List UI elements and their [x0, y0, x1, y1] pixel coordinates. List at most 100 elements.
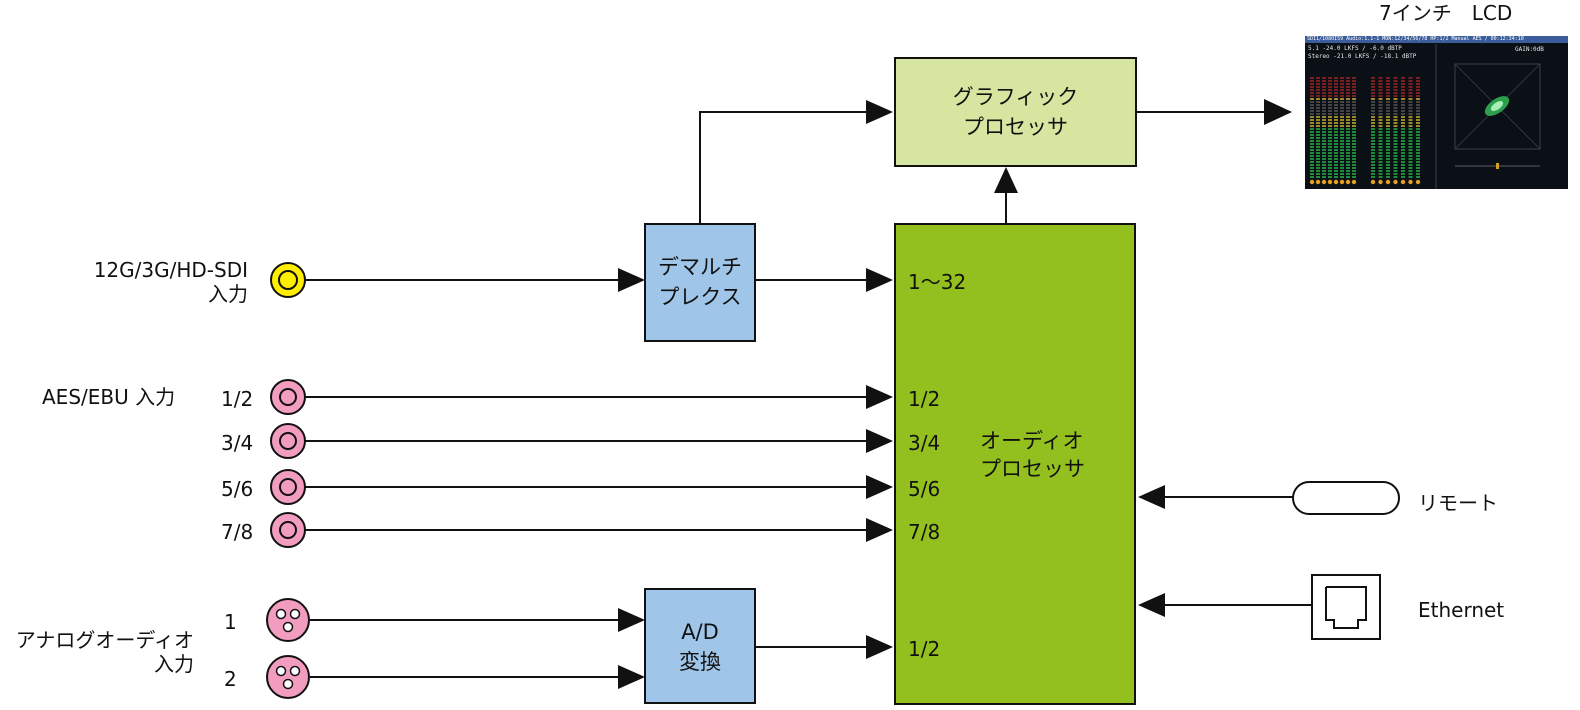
lcd-meter-segment	[1322, 146, 1326, 148]
lcd-meter-segment	[1352, 161, 1356, 163]
lcd-meter-segment	[1378, 86, 1383, 88]
lcd-meter-segment	[1416, 101, 1420, 103]
lcd-meter-segment	[1408, 110, 1413, 112]
lcd-meter-segment	[1346, 173, 1350, 175]
lcd-meter-segment	[1393, 137, 1398, 139]
lcd-meter-segment	[1322, 161, 1326, 163]
lcd-meter-segment	[1310, 95, 1314, 97]
lcd-meter-segment	[1408, 113, 1413, 115]
lcd-meter-segment	[1310, 98, 1314, 100]
lcd-meter-segment	[1371, 122, 1375, 124]
lcd-meter-segment	[1386, 122, 1390, 124]
lcd-meter-segment	[1328, 116, 1332, 118]
lcd-meter-segment	[1408, 149, 1413, 151]
lcd-meter-segment	[1378, 101, 1383, 103]
lcd-meter-segment	[1371, 164, 1375, 166]
lcd-meter-segment	[1340, 92, 1344, 94]
lcd-meter-segment	[1408, 161, 1413, 163]
lcd-meter-segment	[1322, 125, 1326, 127]
lcd-meter-segment	[1386, 89, 1390, 91]
lcd-indicator-dot	[1378, 179, 1383, 185]
lcd-meter-segment	[1386, 152, 1390, 154]
lcd-meter-segment	[1416, 128, 1420, 130]
lcd-meter-segment	[1346, 98, 1350, 100]
lcd-meter-segment	[1378, 143, 1383, 145]
lcd-meter-segment	[1416, 146, 1420, 148]
lcd-meter-segment	[1378, 176, 1383, 178]
lcd-meter-segment	[1346, 122, 1350, 124]
lcd-meter-segment	[1310, 131, 1314, 133]
lcd-meter-segment	[1416, 143, 1420, 145]
lcd-meter-segment	[1316, 110, 1320, 112]
lcd-meter-segment	[1401, 137, 1405, 139]
lcd-meter-segment	[1316, 113, 1320, 115]
lcd-meter-segment	[1371, 119, 1375, 121]
lcd-meter-segment	[1346, 164, 1350, 166]
lcd-meter-segment	[1316, 137, 1320, 139]
lcd-meter-segment	[1316, 161, 1320, 163]
lcd-meter-segment	[1386, 131, 1390, 133]
ethernet-port-icon	[1311, 574, 1381, 640]
lcd-meter-segment	[1386, 164, 1390, 166]
lcd-meter-segment	[1310, 161, 1314, 163]
lcd-meter-segment	[1352, 164, 1356, 166]
lcd-meter-segment	[1408, 92, 1413, 94]
lcd-meter-segment	[1401, 98, 1405, 100]
lcd-meter-segment	[1316, 155, 1320, 157]
lcd-meter-segment	[1340, 110, 1344, 112]
lcd-meter-segment	[1340, 161, 1344, 163]
lcd-meter-segment	[1340, 83, 1344, 85]
lcd-meter-segment	[1322, 80, 1326, 82]
lcd-meter-segment	[1334, 152, 1338, 154]
lcd-meter-segment	[1322, 134, 1326, 136]
lcd-meter-segment	[1401, 149, 1405, 151]
lcd-meter-segment	[1401, 146, 1405, 148]
lcd-meter-segment	[1378, 134, 1383, 136]
lcd-meter-segment	[1378, 92, 1383, 94]
lcd-meter-segment	[1408, 89, 1413, 91]
lcd-meter-segment	[1408, 104, 1413, 106]
lcd-meter-segment	[1416, 164, 1420, 166]
lcd-meter-segment	[1416, 83, 1420, 85]
lcd-meter-segment	[1416, 86, 1420, 88]
lcd-meter-segment	[1416, 167, 1420, 169]
lcd-meter-segment	[1346, 92, 1350, 94]
lcd-meter-segment	[1416, 140, 1420, 142]
lcd-meter-segment	[1393, 146, 1398, 148]
lcd-meter-segment	[1310, 158, 1314, 160]
lcd-meter-segment	[1310, 113, 1314, 115]
lcd-meter-segment	[1328, 86, 1332, 88]
lcd-meter-segment	[1371, 104, 1375, 106]
lcd-meter-segment	[1328, 122, 1332, 124]
lcd-meter-segment	[1371, 128, 1375, 130]
lcd-meter-segment	[1322, 89, 1326, 91]
lcd-meter-segment	[1416, 122, 1420, 124]
lcd-meter-segment	[1310, 155, 1314, 157]
lcd-meter-segment	[1371, 152, 1375, 154]
lcd-status-bar	[1305, 36, 1568, 43]
lcd-meter-segment	[1352, 83, 1356, 85]
lcd-meter-segment	[1328, 110, 1332, 112]
analog-input-label: アナログオーディオ 入力	[15, 628, 194, 676]
lcd-meter-segment	[1310, 167, 1314, 169]
lcd-meter-segment	[1408, 77, 1413, 79]
lcd-meter-segment	[1334, 80, 1338, 82]
lcd-meter-segment	[1316, 140, 1320, 142]
lcd-meter-segment	[1310, 92, 1314, 94]
lcd-meter-segment	[1316, 173, 1320, 175]
lcd-meter-segment	[1386, 137, 1390, 139]
lcd-meter-segment	[1401, 152, 1405, 154]
lcd-meter-segment	[1416, 110, 1420, 112]
lcd-meter-segment	[1408, 125, 1413, 127]
lcd-meter-segment	[1386, 170, 1390, 172]
lcd-meter-segment	[1352, 122, 1356, 124]
lcd-meter-segment	[1346, 152, 1350, 154]
lcd-meter-segment	[1328, 134, 1332, 136]
lcd-meter-segment	[1334, 119, 1338, 121]
lcd-meter-segment	[1310, 77, 1314, 79]
lcd-meter-segment	[1401, 128, 1405, 130]
lcd-meter-segment	[1316, 125, 1320, 127]
lcd-meter-segment	[1334, 110, 1338, 112]
lcd-meter-segment	[1346, 107, 1350, 109]
lcd-meter-segment	[1401, 86, 1405, 88]
